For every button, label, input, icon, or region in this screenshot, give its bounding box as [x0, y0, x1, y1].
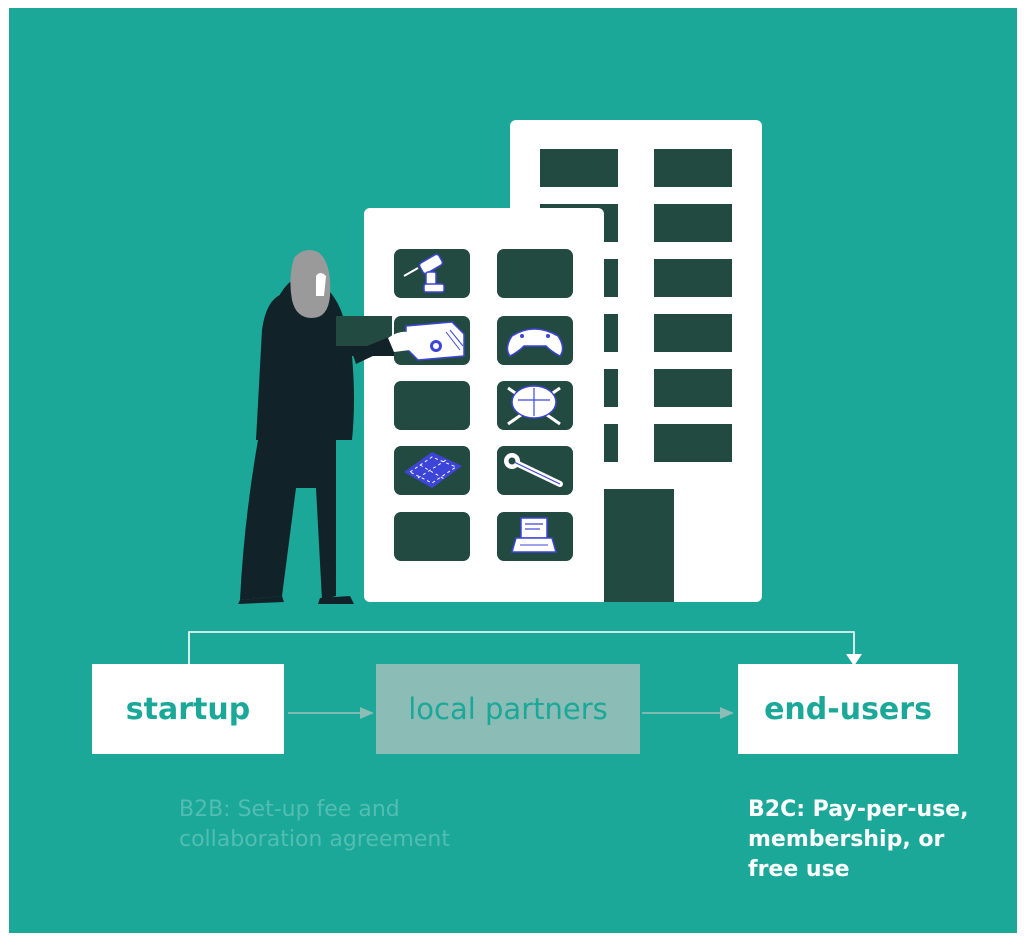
arrow-partners-to-endusers: [642, 707, 734, 719]
local-partners-box: local partners: [376, 664, 640, 754]
drill-icon: [403, 253, 445, 293]
b2c-note: B2C: Pay-per-use, membership, or free us…: [748, 795, 988, 885]
person-figure: [238, 250, 417, 604]
game-controller-icon: [506, 328, 564, 357]
b2b-note-line: B2B: Set-up fee and: [179, 797, 400, 822]
door: [604, 489, 674, 602]
startup-label: startup: [125, 691, 251, 727]
end-users-box: end-users: [738, 664, 958, 754]
front-building: [364, 208, 604, 602]
tool-bundle-icon: [507, 385, 561, 426]
local-partners-label: local partners: [408, 692, 608, 726]
top-arrowhead: [846, 654, 862, 666]
arrow-startup-to-partners: [288, 707, 374, 719]
end-users-label: end-users: [764, 691, 932, 727]
b2b-note-line: collaboration agreement: [179, 827, 450, 852]
b2c-note-line: membership, or: [748, 827, 945, 852]
b2c-note-line: free use: [748, 857, 850, 882]
mat-icon: [404, 452, 462, 488]
startup-box: startup: [92, 664, 284, 754]
b2c-note-line: B2C: Pay-per-use,: [748, 797, 969, 822]
wrench-icon: [504, 453, 563, 487]
b2b-note: B2B: Set-up fee and collaboration agreem…: [179, 795, 450, 855]
laptop-icon: [511, 517, 557, 553]
top-connector-arrow: [188, 631, 855, 664]
